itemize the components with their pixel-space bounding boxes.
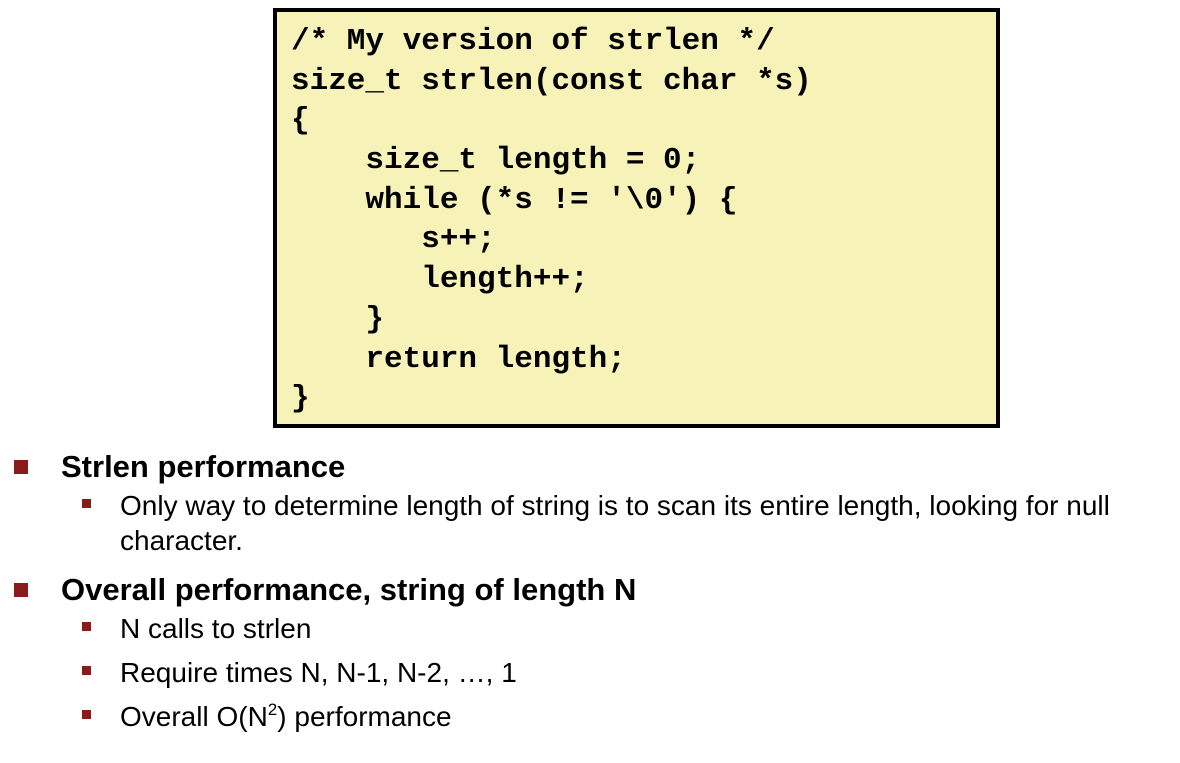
square-bullet-icon [82, 499, 91, 508]
bullet-heading-text: Strlen performance [61, 449, 346, 484]
bullet-heading: Overall performance, string of length N [0, 569, 1180, 611]
sub-bullet-text: Only way to determine length of string i… [120, 490, 1110, 556]
square-bullet-icon [14, 583, 28, 597]
code-line: { [291, 103, 310, 139]
sub-bullet: Overall O(N2) performance [0, 699, 1180, 734]
code-line: size_t length = 0; [291, 143, 701, 179]
code-line: size_t strlen(const char *s) [291, 63, 812, 99]
square-bullet-icon [14, 460, 28, 474]
bullet-heading: Strlen performance [0, 446, 1180, 488]
sub-bullet: Only way to determine length of string i… [0, 488, 1180, 558]
code-line: } [291, 301, 385, 337]
sub-bullet-text: N calls to strlen [120, 613, 312, 644]
sub-bullet: Require times N, N-1, N-2, …, 1 [0, 655, 1180, 690]
complexity-exponent: 2 [267, 700, 278, 719]
code-line: } [291, 381, 310, 417]
square-bullet-icon [82, 710, 91, 719]
sub-bullet-text: Require times N, N-1, N-2, …, 1 [120, 657, 517, 688]
sub-bullet-text: Overall O(N2) performance [120, 699, 1170, 734]
code-line: length++; [291, 262, 589, 298]
bullet-heading-text: Overall performance, string of length N [61, 572, 637, 607]
code-line: return length; [291, 341, 626, 377]
square-bullet-icon [82, 666, 91, 675]
square-bullet-icon [82, 622, 91, 631]
code-line: s++; [291, 222, 496, 258]
bullet-list: Strlen performance Only way to determine… [0, 446, 1180, 734]
complexity-prefix: Overall O(N [120, 701, 268, 732]
code-line: while (*s != '\0') { [291, 182, 738, 218]
code-block: /* My version of strlen */ size_t strlen… [273, 8, 1000, 428]
code-line: /* My version of strlen */ [291, 24, 775, 59]
complexity-suffix: ) performance [277, 701, 452, 732]
sub-bullet: N calls to strlen [0, 611, 1180, 646]
